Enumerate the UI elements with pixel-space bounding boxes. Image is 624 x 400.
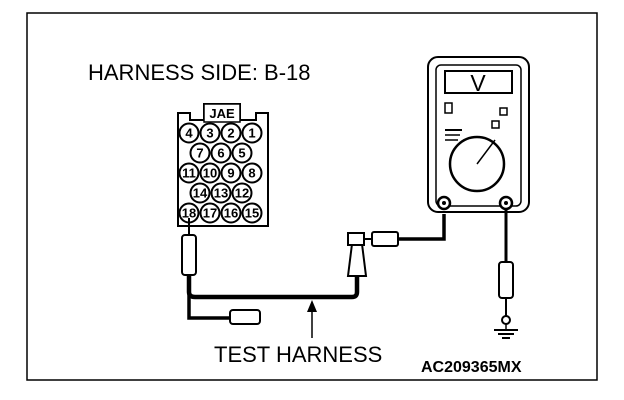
connector-pin-number: 11 bbox=[182, 166, 196, 181]
harness-arrow bbox=[307, 300, 317, 338]
connector-pin-cavity bbox=[178, 122, 200, 144]
connector-pin-cavity bbox=[231, 182, 253, 204]
connector-pin-cavity bbox=[220, 202, 242, 224]
connector-pin-number: 4 bbox=[185, 126, 193, 141]
connector-pin-number: 8 bbox=[248, 166, 255, 181]
meter-display-symbol: V bbox=[470, 70, 486, 96]
connector-pin-cavity bbox=[241, 122, 263, 144]
connector-pin-number: 14 bbox=[193, 186, 208, 201]
meter-needle bbox=[476, 139, 496, 165]
connector-pin-cavity bbox=[178, 162, 200, 184]
connector-pin-number: 13 bbox=[214, 186, 228, 201]
connector-pin-number: 10 bbox=[203, 166, 217, 181]
connector-pin-cavity bbox=[199, 122, 221, 144]
voltmeter: V bbox=[427, 56, 530, 213]
meter-display bbox=[444, 70, 513, 94]
connector-pin-number: 2 bbox=[227, 126, 234, 141]
ground-symbol-icon bbox=[494, 324, 518, 339]
connector-pin-number: 9 bbox=[227, 166, 234, 181]
connector-pin-number: 17 bbox=[203, 206, 217, 221]
connector-pin-cavity bbox=[210, 182, 232, 204]
connector-pin-cavity bbox=[210, 142, 232, 164]
figure-code: AC209365MX bbox=[421, 359, 522, 376]
connector-pin-cavity bbox=[199, 202, 221, 224]
connector-pin-number: 7 bbox=[196, 146, 203, 161]
connector-pin-number: 16 bbox=[224, 206, 238, 221]
connector-pin-number: 6 bbox=[217, 146, 224, 161]
connector-pin-number: 18 bbox=[182, 206, 196, 221]
figure-frame bbox=[26, 12, 598, 381]
meter-lead-plug bbox=[371, 231, 399, 247]
connector-pin-number: 3 bbox=[206, 126, 213, 141]
test-harness-wiring bbox=[181, 214, 446, 325]
clip-jaw bbox=[347, 232, 365, 246]
connector-maker-label: JAE bbox=[209, 106, 235, 121]
open-terminal bbox=[229, 309, 261, 325]
connector-pin-cavity bbox=[199, 162, 221, 184]
connector-pin-cavity bbox=[220, 162, 242, 184]
probe-body bbox=[181, 234, 197, 276]
positive-meter-lead bbox=[398, 214, 446, 241]
connector-pin-number: 15 bbox=[245, 206, 259, 221]
ground-probe bbox=[498, 261, 514, 299]
harness-branch-wire bbox=[187, 292, 230, 320]
test-harness-label: TEST HARNESS bbox=[214, 342, 382, 367]
harness-wire bbox=[186, 275, 360, 300]
connector-pin-number: 12 bbox=[235, 186, 249, 201]
connector-pin-cavity bbox=[220, 122, 242, 144]
connector-pin-cavity bbox=[241, 162, 263, 184]
connector-pin-number: 5 bbox=[238, 146, 245, 161]
ground-lead bbox=[498, 209, 514, 325]
connector-pin-cavity bbox=[189, 182, 211, 204]
diagram-title: HARNESS SIDE: B-18 bbox=[88, 60, 311, 85]
connector-pin-cavity bbox=[231, 142, 253, 164]
connector-pin-cavity bbox=[241, 202, 263, 224]
clip-terminal bbox=[346, 243, 368, 277]
connector-pin-cavity bbox=[189, 142, 211, 164]
connector-maker-box bbox=[203, 103, 241, 123]
connector-pin-number: 1 bbox=[248, 126, 255, 141]
